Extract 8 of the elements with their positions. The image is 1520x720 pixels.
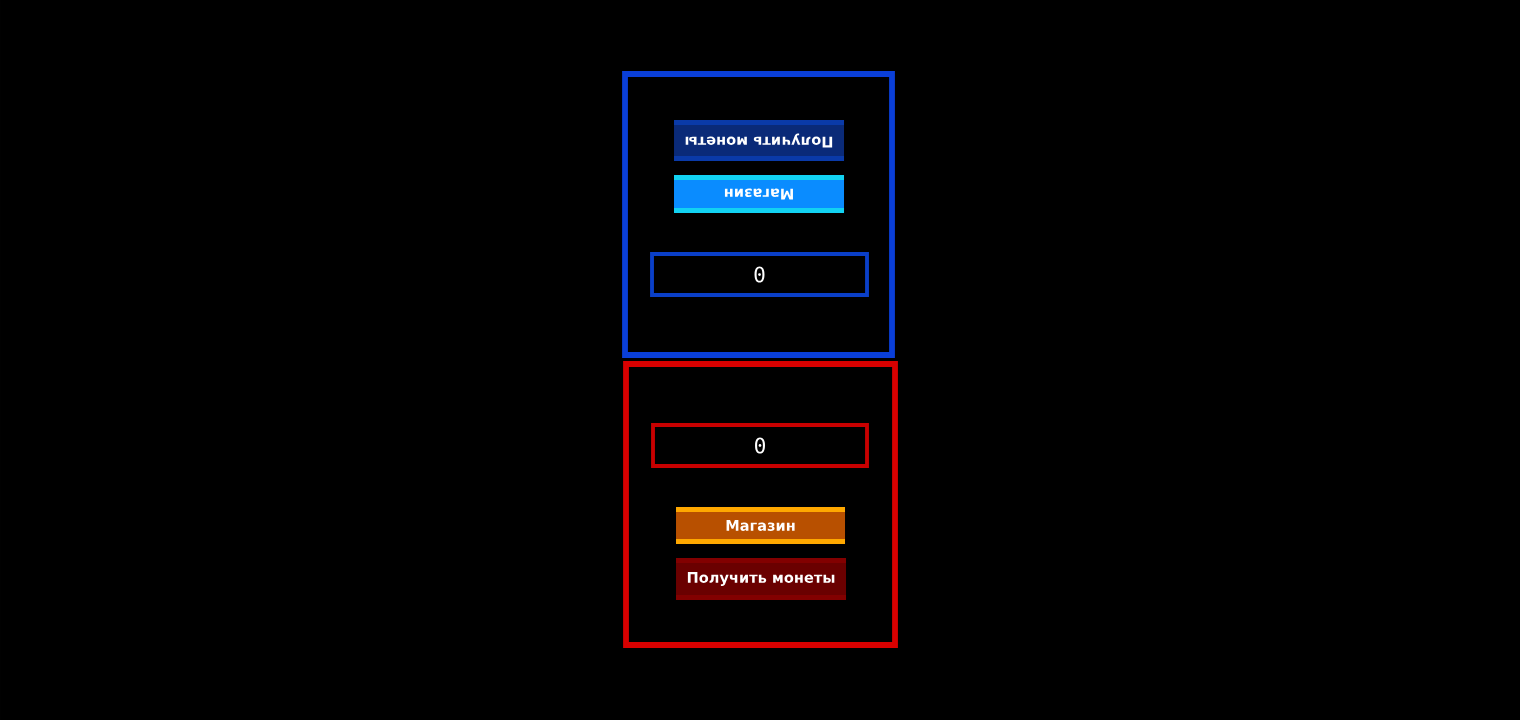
game-button: Магазин	[676, 507, 845, 544]
game-button: Магазин	[674, 175, 844, 213]
coin-counter: 0	[651, 423, 869, 468]
game-button: Получить монеты	[674, 120, 844, 161]
player-panel	[622, 71, 895, 358]
player-panel	[623, 361, 898, 648]
coin-counter: 0	[650, 252, 869, 297]
game-button: Получить монеты	[676, 558, 846, 600]
